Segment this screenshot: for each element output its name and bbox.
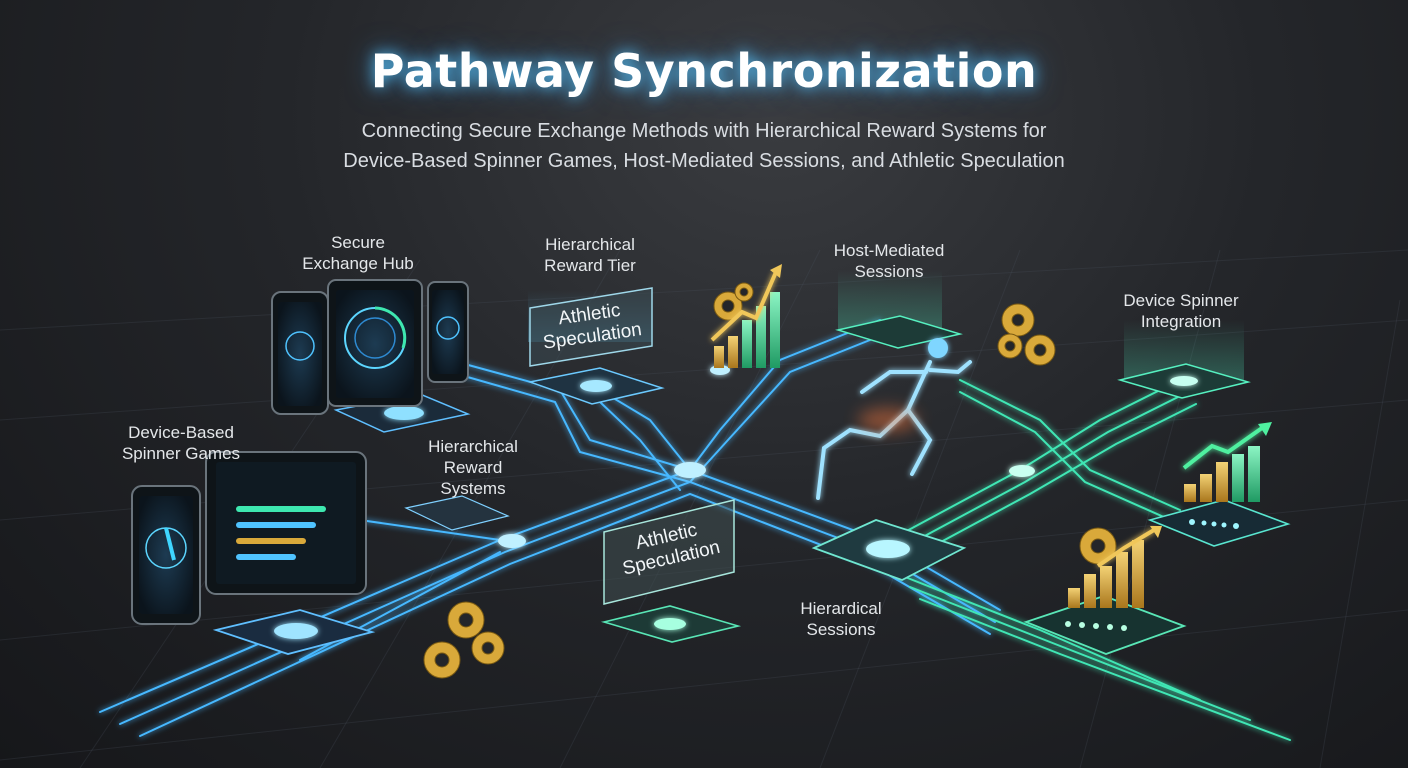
label-host-mediated-sessions: Host-Mediated Sessions bbox=[816, 240, 962, 282]
label-hierarchical-reward-tier: Hierarchical Reward Tier bbox=[520, 234, 660, 276]
device-cluster-secure-hub bbox=[272, 280, 468, 414]
platform-athletic-bottom bbox=[604, 606, 738, 642]
page-title: Pathway Synchronization bbox=[0, 44, 1408, 98]
junction-node-center bbox=[674, 462, 706, 478]
label-secure-exchange-hub: Secure Exchange Hub bbox=[288, 232, 428, 274]
label-device-based-spinner-games: Device-Based Spinner Games bbox=[106, 422, 256, 464]
subtitle-line-1: Connecting Secure Exchange Methods with … bbox=[0, 116, 1408, 146]
subtitle-line-2: Device-Based Spinner Games, Host-Mediate… bbox=[0, 146, 1408, 176]
device-cluster-spinner-games bbox=[132, 452, 366, 624]
page-subtitle: Connecting Secure Exchange Methods with … bbox=[0, 116, 1408, 176]
label-device-spinner-integration: Device Spinner Integration bbox=[1106, 290, 1256, 332]
label-hierarchical-reward-systems: Hierarchical Reward Systems bbox=[408, 436, 538, 499]
gear-icon bbox=[998, 304, 1055, 365]
runner-energy bbox=[858, 408, 918, 432]
platform-center bbox=[814, 520, 964, 580]
gear-icon bbox=[424, 602, 504, 678]
junction-node-right bbox=[1009, 465, 1035, 477]
label-hierardical-sessions: Hierardical Sessions bbox=[776, 598, 906, 640]
junction-node-left bbox=[498, 534, 526, 548]
bar-chart-icon bbox=[1184, 422, 1272, 502]
platform-reward-systems bbox=[406, 496, 508, 530]
